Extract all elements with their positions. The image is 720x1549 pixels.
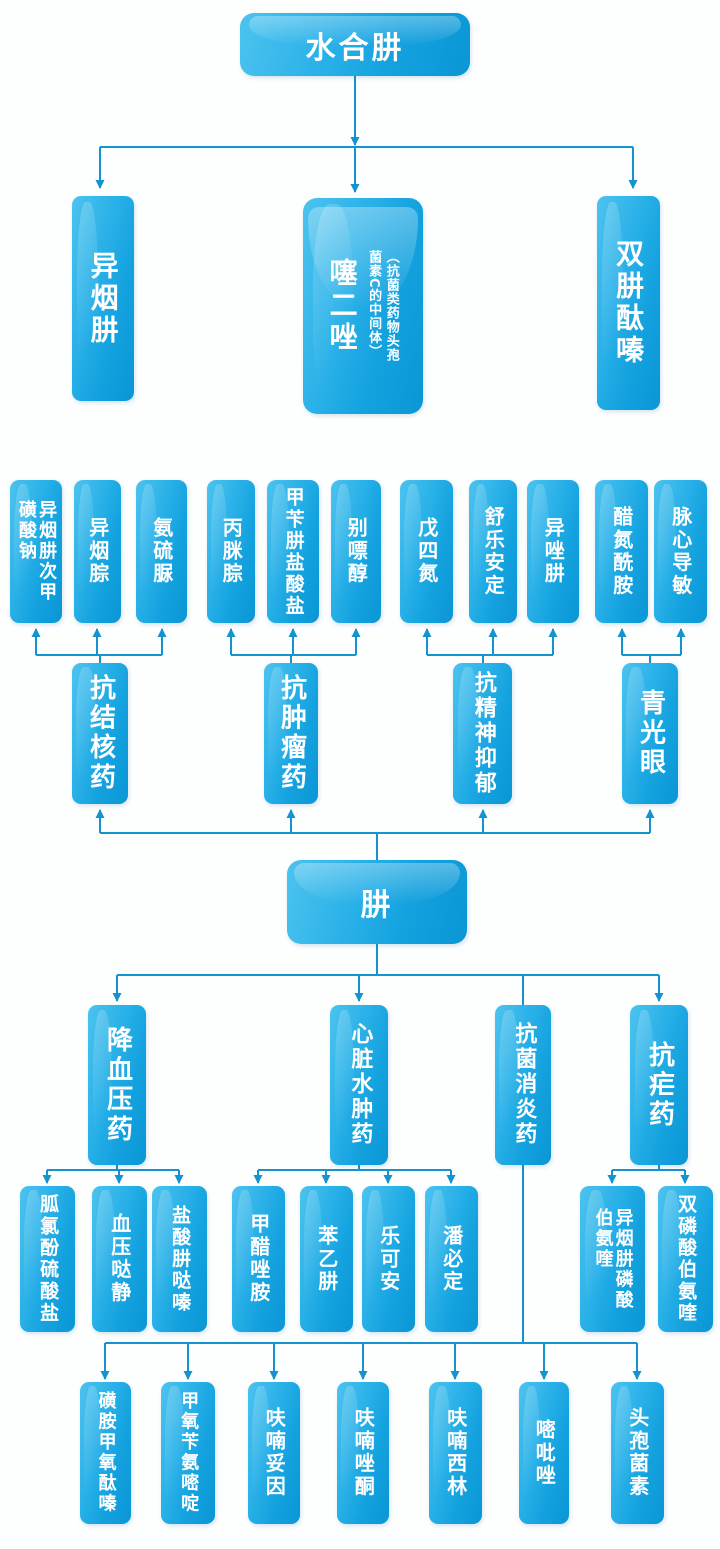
- flow-node-l2-1: 异烟肼: [72, 196, 134, 401]
- node-label: 噻二唑: [325, 258, 359, 354]
- node-label: 甲苄肼盐酸盐: [282, 486, 305, 617]
- flow-node-hydrazine: 肼: [287, 860, 467, 944]
- flow-node-l7-3: 呋喃妥因: [248, 1382, 300, 1524]
- flow-node-l4-2: 抗肿瘤药: [264, 663, 318, 804]
- node-label: 舒乐安定: [481, 505, 506, 598]
- node-label: 呋喃西林: [443, 1407, 468, 1499]
- node-label: 青光眼: [635, 689, 666, 778]
- node-label: 氨硫脲: [149, 517, 174, 586]
- node-label: 盐酸肼哒嗪: [169, 1204, 192, 1314]
- node-label: 抗菌消炎药: [511, 1022, 537, 1148]
- node-label: 抗结核药: [85, 674, 116, 793]
- flow-node-l7-1: 磺胺甲氧酞嗪: [80, 1382, 131, 1524]
- node-label: 丙脒腙: [219, 517, 244, 586]
- node-annotation: （抗菌类药物头孢 菌素C的中间体）: [366, 250, 399, 362]
- node-label: 异烟肼磷酸 伯氨喹: [592, 1207, 634, 1311]
- flow-node-l6-4: 甲醋唑胺: [232, 1186, 285, 1332]
- node-label: 甲醋唑胺: [246, 1213, 271, 1305]
- flow-node-l3-1: 异烟肼次甲 磺酸钠: [10, 480, 62, 623]
- node-label: 嘧吡唑: [532, 1418, 557, 1488]
- node-label: 双肼酞嗪: [612, 239, 646, 367]
- flow-node-l7-4: 呋喃唑酮: [337, 1382, 389, 1524]
- node-label: 肼: [360, 888, 394, 923]
- node-label: 脉心导敏: [668, 505, 693, 598]
- node-label: 乐可安: [376, 1224, 401, 1294]
- node-label: 头孢菌素: [625, 1407, 650, 1499]
- flow-node-l4-1: 抗结核药: [72, 663, 128, 804]
- flow-node-l6-6: 乐可安: [362, 1186, 415, 1332]
- node-label: 潘必定: [439, 1224, 464, 1294]
- flow-node-l3-4: 丙脒腙: [207, 480, 255, 623]
- flow-node-l3-10: 醋氮酰胺: [595, 480, 648, 623]
- flow-node-l6-5: 苯乙肼: [300, 1186, 353, 1332]
- flow-node-l7-5: 呋喃西林: [429, 1382, 482, 1524]
- flow-node-l3-6: 别嘌醇: [331, 480, 381, 623]
- flow-node-l7-2: 甲氧苄氨嘧啶: [161, 1382, 215, 1524]
- flow-node-l5-4: 抗疟药: [630, 1005, 688, 1165]
- flow-node-l3-2: 异烟腙: [74, 480, 121, 623]
- node-label: 血压哒静: [107, 1213, 132, 1305]
- flow-node-l3-7: 戊四氮: [400, 480, 453, 623]
- flow-node-l3-5: 甲苄肼盐酸盐: [267, 480, 319, 623]
- node-label: 甲氧苄氨嘧啶: [178, 1391, 200, 1515]
- flow-node-l5-2: 心脏水肿药: [330, 1005, 388, 1165]
- flow-node-l3-3: 氨硫脲: [136, 480, 187, 623]
- flow-node-l2-2: 噻二唑（抗菌类药物头孢 菌素C的中间体）: [303, 198, 423, 414]
- flow-node-l6-3: 盐酸肼哒嗪: [152, 1186, 207, 1332]
- node-label: 呋喃唑酮: [351, 1407, 376, 1499]
- node-label: 别嘌醇: [344, 517, 369, 586]
- flow-node-l3-9: 异唑肼: [527, 480, 579, 623]
- flow-node-l4-4: 青光眼: [622, 663, 678, 804]
- node-label: 抗精神抑郁: [470, 670, 496, 797]
- node-label: 戊四氮: [414, 517, 439, 586]
- node-label: 异烟肼: [86, 250, 120, 347]
- node-label: 抗疟药: [644, 1040, 675, 1130]
- flow-node-root: 水合肼: [240, 13, 470, 76]
- node-label: 醋氮酰胺: [609, 505, 634, 598]
- node-label: 胍氯酚硫酸盐: [37, 1194, 60, 1324]
- node-label: 苯乙肼: [314, 1224, 339, 1294]
- flow-node-l6-2: 血压哒静: [92, 1186, 147, 1332]
- flow-node-l6-9: 双磷酸伯氨喹: [658, 1186, 713, 1332]
- node-label: 磺胺甲氧酞嗪: [95, 1391, 117, 1515]
- node-label: 异烟腙: [85, 517, 110, 586]
- flow-node-l2-3: 双肼酞嗪: [597, 196, 660, 410]
- node-label: 异唑肼: [541, 517, 566, 586]
- flow-node-l3-11: 脉心导敏: [654, 480, 707, 623]
- flow-node-l7-6: 嘧吡唑: [519, 1382, 569, 1524]
- flow-node-l4-3: 抗精神抑郁: [453, 663, 512, 804]
- flow-node-l6-7: 潘必定: [425, 1186, 478, 1332]
- flow-node-l3-8: 舒乐安定: [469, 480, 517, 623]
- node-label: 水合肼: [305, 30, 405, 66]
- flow-node-l5-1: 降血压药: [88, 1005, 146, 1165]
- node-label: 抗肿瘤药: [276, 674, 307, 793]
- node-label: 心脏水肿药: [347, 1022, 373, 1148]
- flow-node-l6-1: 胍氯酚硫酸盐: [20, 1186, 75, 1332]
- flow-node-l6-8: 异烟肼磷酸 伯氨喹: [580, 1186, 645, 1332]
- flow-node-l7-7: 头孢菌素: [611, 1382, 664, 1524]
- node-label: 呋喃妥因: [262, 1407, 287, 1499]
- node-label: 异烟肼次甲 磺酸钠: [16, 500, 58, 603]
- node-label: 双磷酸伯氨喹: [675, 1194, 698, 1324]
- flow-node-l5-3: 抗菌消炎药: [495, 1005, 551, 1165]
- node-label: 降血压药: [102, 1025, 133, 1145]
